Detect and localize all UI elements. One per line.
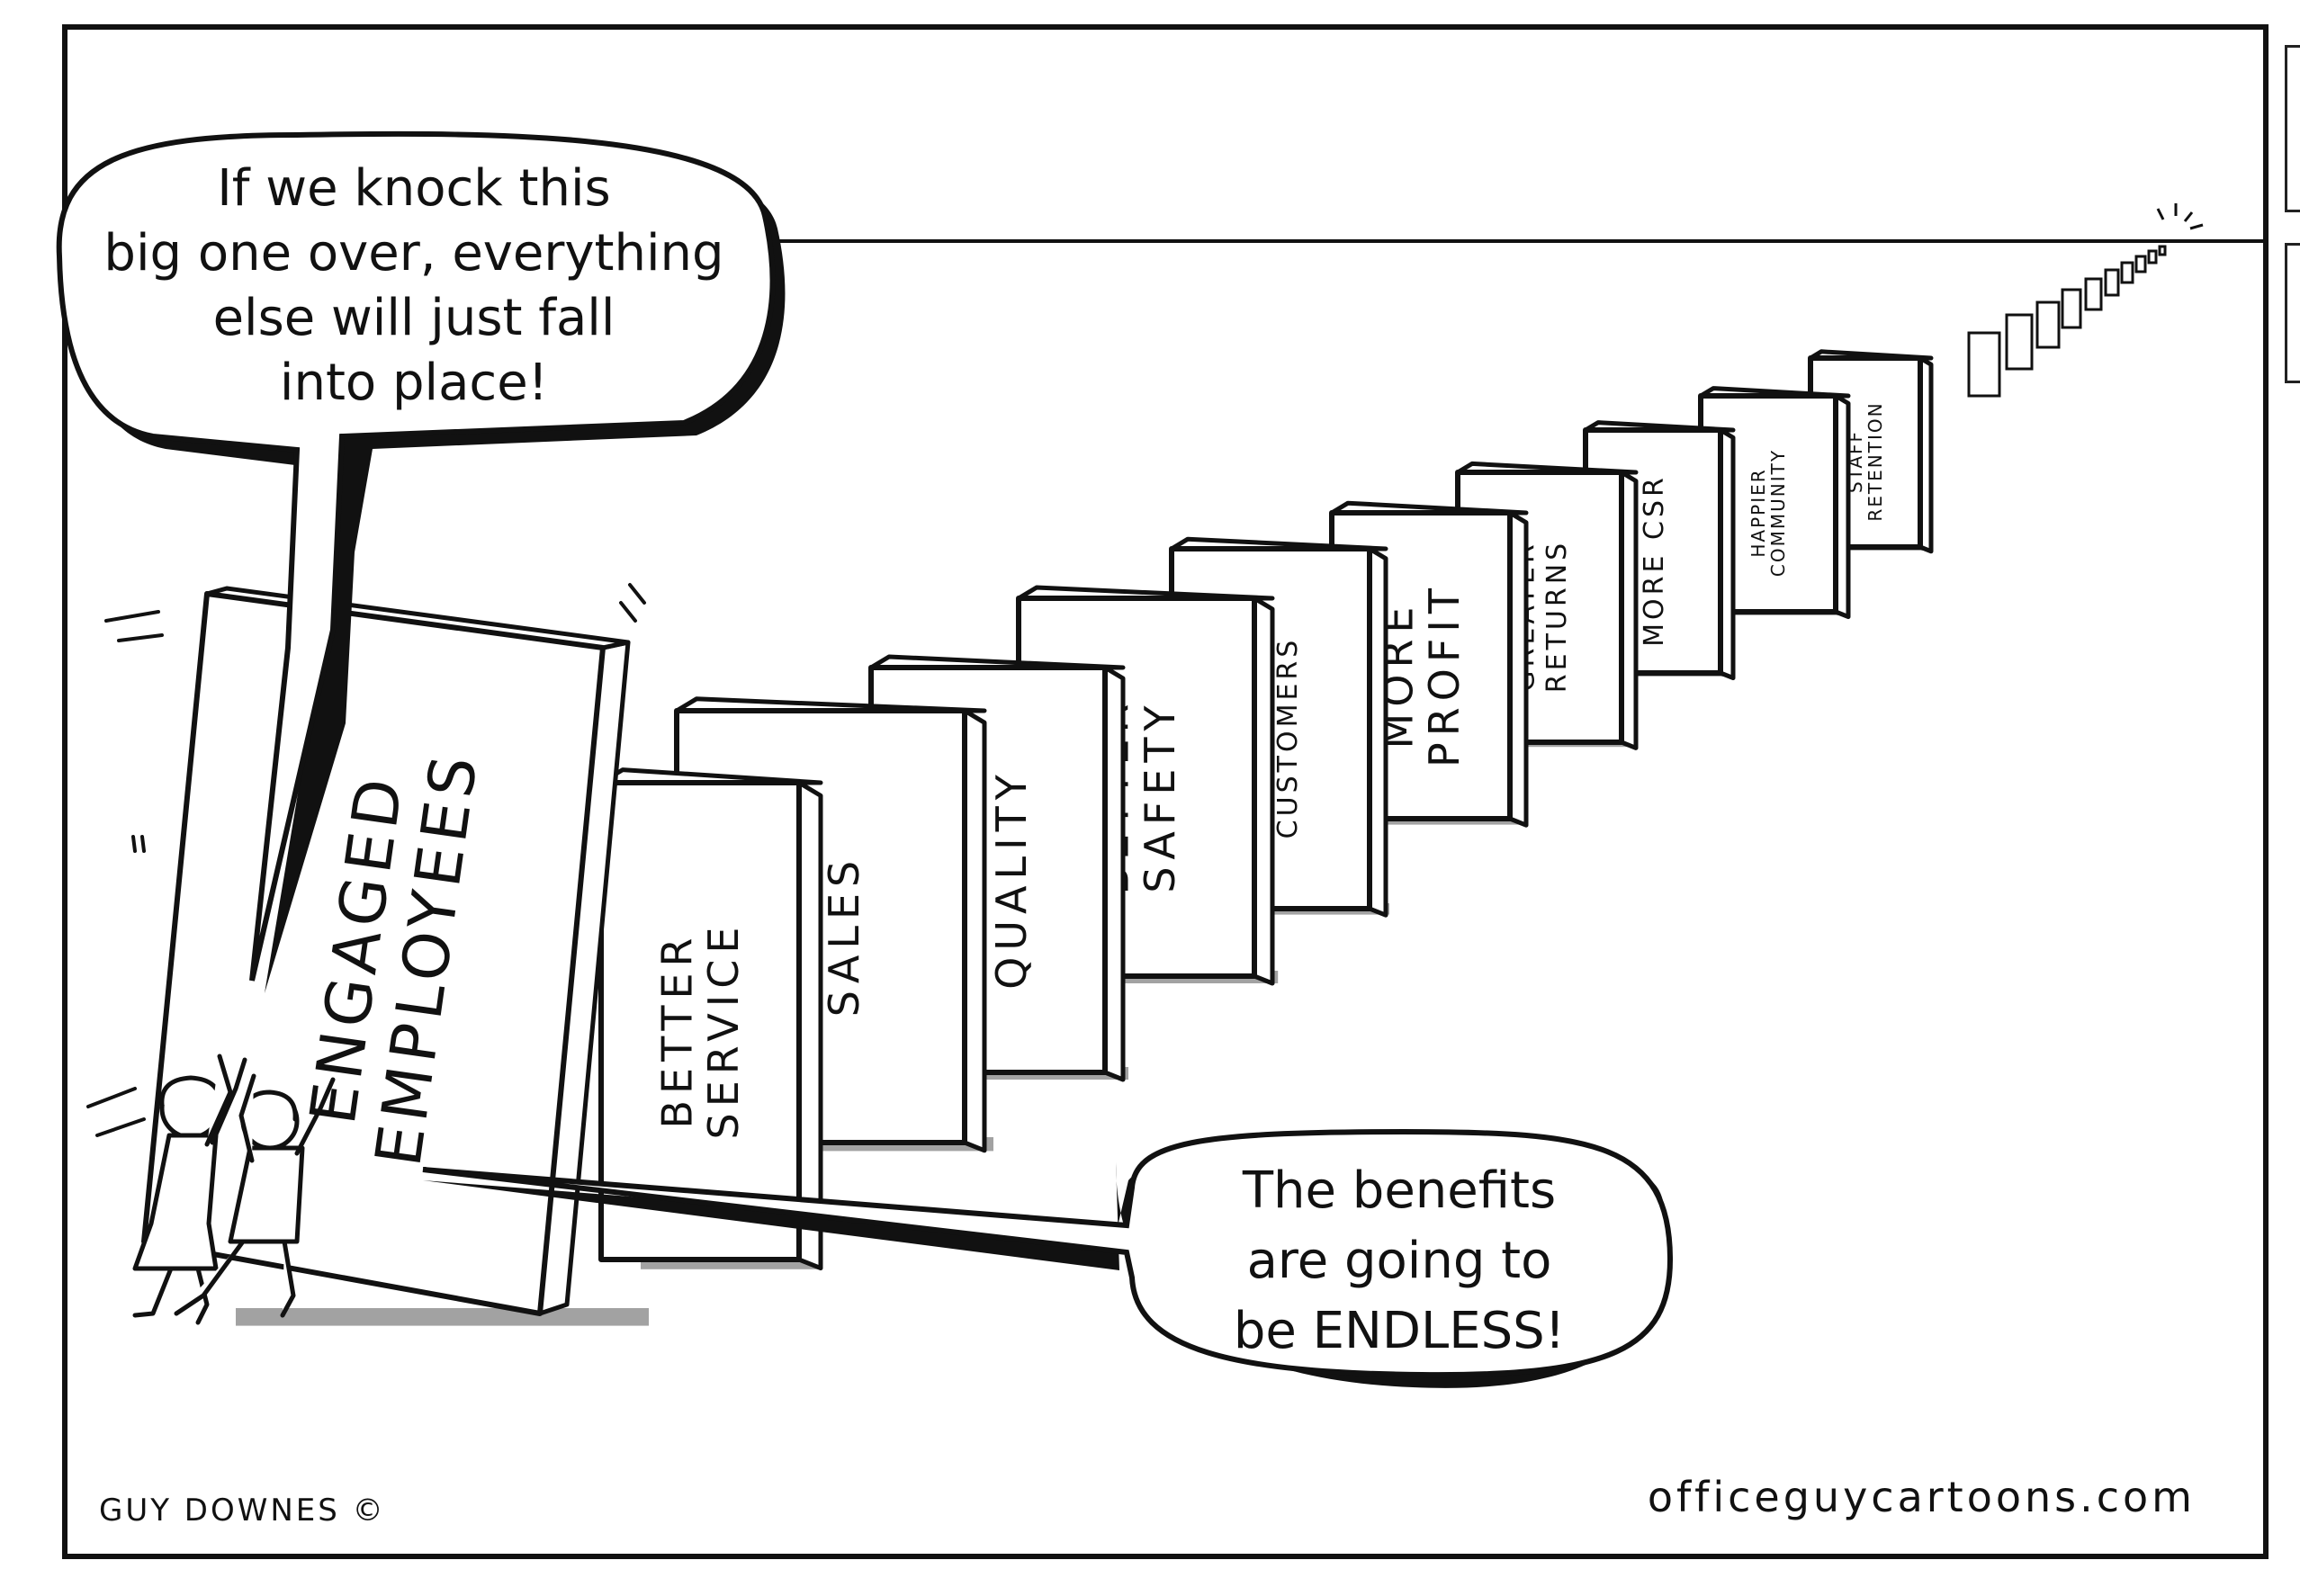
speech-line: be ENDLESS! — [1234, 1302, 1565, 1360]
domino-label-line: COMMUNITY — [1767, 449, 1789, 577]
speech-line: big one over, everything — [103, 224, 723, 282]
domino-face — [598, 780, 802, 1262]
domino-1: ENGAGEDEMPLOYEES — [141, 586, 649, 1326]
speech-bubble-bottom: The benefits are going to be ENDLESS! — [422, 1128, 1674, 1388]
domino-label-line: MORE CSR — [1639, 474, 1670, 647]
domino-label-line: BETTER — [652, 931, 701, 1128]
two-employees-pushing — [132, 1054, 336, 1325]
speech-line: If we knock this — [217, 159, 610, 218]
domino-label-line: HAPPIER — [1747, 468, 1769, 557]
domino-label-line: RETENTION — [1864, 401, 1886, 521]
website-url: officeguycartoons.com — [1648, 1473, 2196, 1521]
speech-line: into place! — [280, 354, 548, 412]
motion-lines — [86, 583, 646, 1137]
domino-label: HAPPIERCOMMUNITY — [1747, 449, 1789, 577]
adjacent-panel-edge — [2285, 45, 2300, 212]
domino-label-line: RETURNS — [1541, 540, 1573, 693]
domino-label: BETTERSERVICE — [652, 921, 748, 1140]
adjacent-panel-edge-2 — [2285, 243, 2300, 383]
domino-label-line: SERVICE — [699, 921, 748, 1140]
domino-side — [796, 780, 823, 1271]
credit-signature: GUY DOWNES © — [99, 1493, 386, 1529]
far-dominoes — [1967, 245, 2167, 398]
domino-shadow — [236, 1308, 649, 1326]
domino-label-line: CUSTOMERS — [1272, 637, 1304, 839]
speech-line: else will just fall — [213, 289, 615, 347]
speech-line: are going to — [1247, 1232, 1552, 1290]
vanishing-sparks — [2156, 203, 2204, 230]
domino-label-line: PROFIT — [1420, 582, 1469, 767]
domino-2: BETTERSERVICE — [598, 767, 823, 1271]
domino-label-line: SAFETY — [1136, 699, 1184, 892]
speech-line: The benefits — [1242, 1161, 1556, 1220]
domino-side — [962, 708, 987, 1153]
domino-label-line: QUALITY — [987, 768, 1036, 990]
speech-bottom-text: The benefits are going to be ENDLESS! — [1234, 1161, 1565, 1360]
speech-top-text: If we knock this big one over, everything… — [103, 159, 723, 412]
domino-label: MORE CSR — [1639, 474, 1670, 647]
speech-bubble-top: If we knock this big one over, everything… — [56, 130, 786, 994]
domino-label-line: SALES — [820, 855, 868, 1017]
